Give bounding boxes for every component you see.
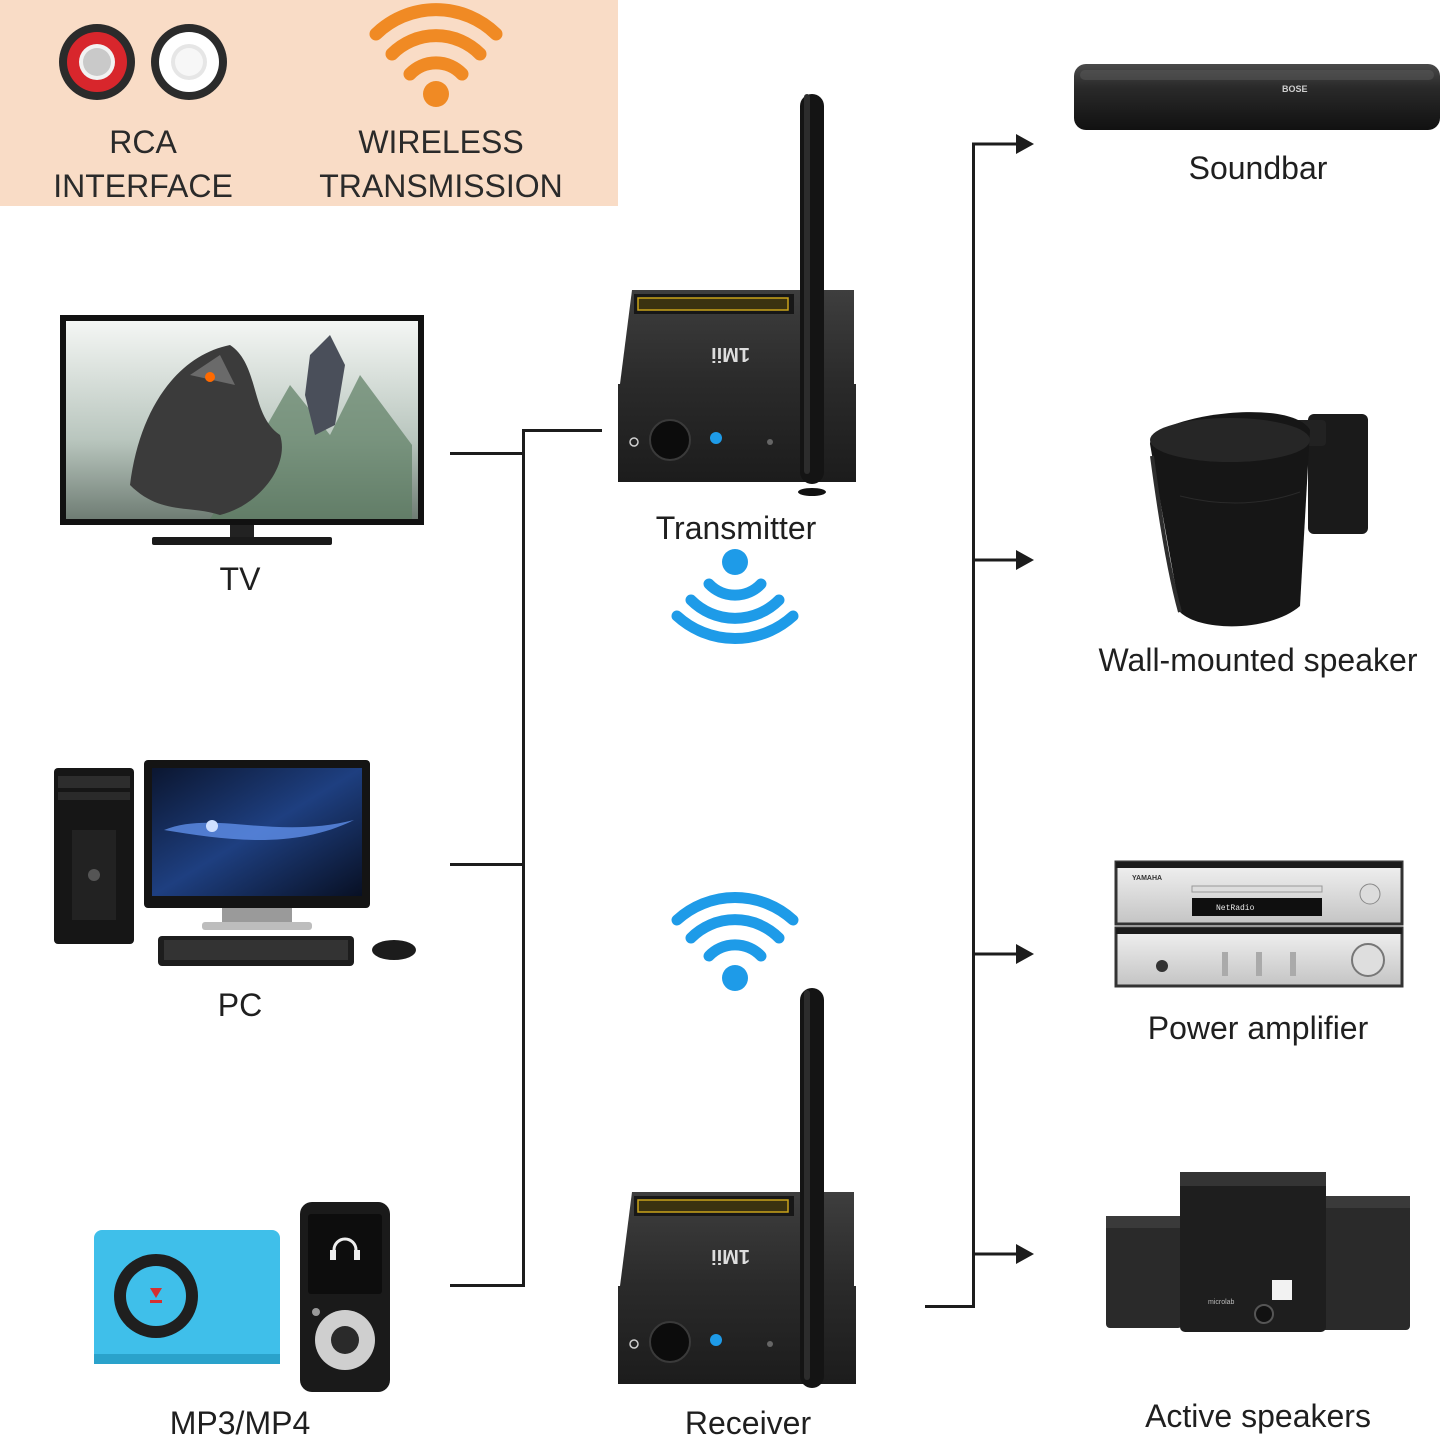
signal-waves-down-icon [671, 549, 799, 644]
signal-waves-up-icon [671, 892, 799, 991]
pc-icon [54, 760, 416, 966]
connector-pc [450, 863, 524, 866]
arrow-to-active-speakers [972, 1244, 1034, 1264]
transmitter-label: Transmitter [655, 510, 817, 546]
wifi-icon [369, 3, 503, 107]
connector-from-receiver [925, 1305, 975, 1308]
feature-badge-panel: RCA INTERFACE WIRELESS TRANSMISSION [0, 0, 618, 206]
mp3-player-icon [94, 1202, 390, 1392]
receiver-brand-text: 1Mii [711, 1245, 750, 1267]
receiver-device-icon: 1Mii [618, 988, 856, 1388]
connector-to-transmitter [522, 429, 602, 432]
active-speakers-brand-text: microlab [1208, 1299, 1235, 1306]
transmitter-device-icon: 1Mii [618, 94, 856, 496]
rca-jacks-icon [59, 24, 227, 100]
amplifier-icon: YAMAHA NetRadio [1114, 860, 1404, 988]
soundbar-brand-text: BOSE [1282, 84, 1308, 94]
connector-tv [450, 452, 524, 455]
connector-mp3 [450, 1284, 524, 1287]
amplifier-display-text: NetRadio [1216, 904, 1255, 913]
arrow-to-amplifier [972, 944, 1034, 964]
wireless-badge-label: WIRELESS TRANSMISSION [319, 124, 563, 204]
output-label-amplifier: Power amplifier [1147, 1010, 1369, 1046]
output-label-soundbar: Soundbar [1188, 150, 1328, 186]
rca-badge-label: RCA INTERFACE [53, 124, 233, 204]
tv-icon [60, 315, 424, 545]
source-label-mp3: MP3/MP4 [169, 1405, 311, 1441]
source-label-pc: PC [217, 987, 263, 1023]
transmitter-brand-text: 1Mii [711, 343, 750, 365]
output-label-wall-speaker: Wall-mounted speaker [1098, 642, 1418, 678]
connector-output-bus [972, 143, 975, 1308]
receiver-label: Receiver [684, 1405, 812, 1441]
amplifier-brand-text: YAMAHA [1132, 875, 1162, 882]
arrow-to-soundbar [972, 134, 1034, 154]
source-label-tv: TV [219, 561, 261, 597]
wall-speaker-icon [1150, 412, 1368, 627]
connector-source-bus [522, 429, 525, 1287]
active-speakers-icon: microlab [1106, 1172, 1410, 1332]
arrow-to-wall-speaker [972, 550, 1034, 570]
soundbar-icon: BOSE [1074, 64, 1440, 130]
output-label-active-speakers: Active speakers [1145, 1398, 1371, 1434]
